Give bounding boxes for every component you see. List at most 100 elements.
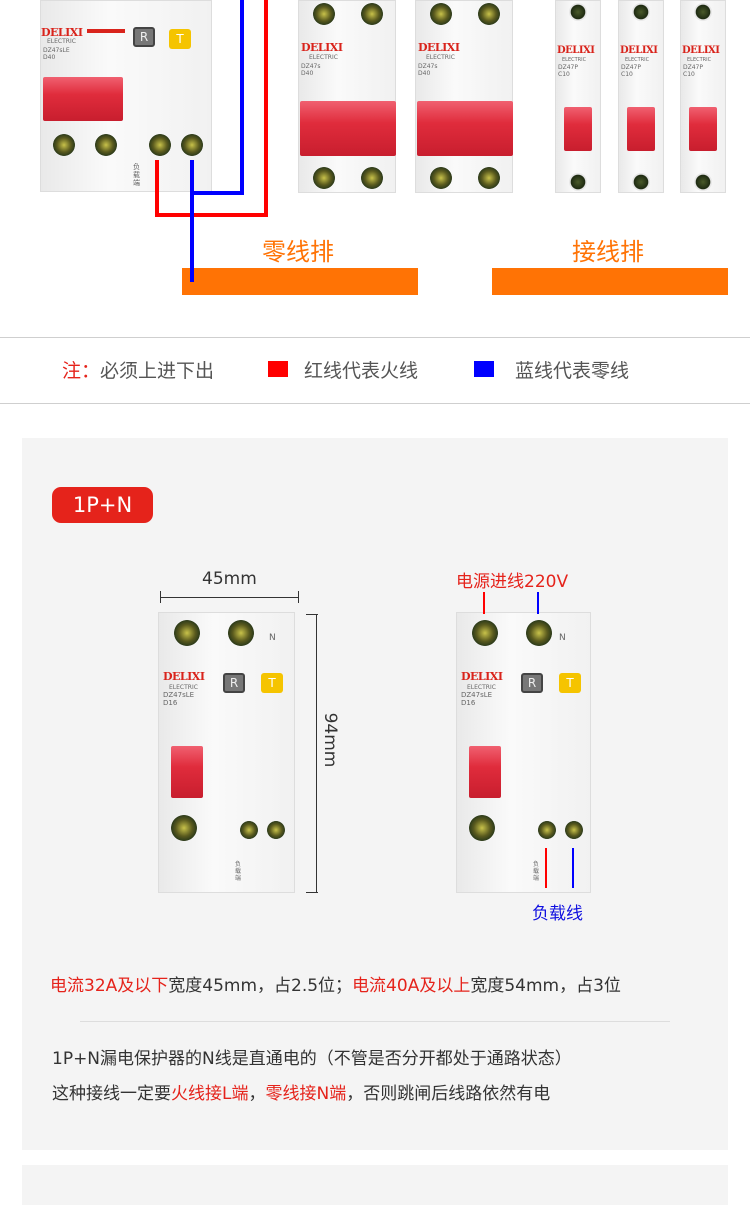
- blue-wire: [190, 260, 194, 282]
- divider: [0, 403, 750, 404]
- power-in-label: 电源进线220V: [456, 572, 569, 592]
- load-line-label: 负载线: [532, 904, 583, 924]
- red-wire: [264, 0, 268, 217]
- red-wire: [155, 213, 268, 217]
- screw-icon: [565, 821, 583, 839]
- para-line-2: 这种接线一定要火线接L端，零线接N端，否则跳闸后线路依然有电: [52, 1079, 550, 1104]
- reset-button: R: [133, 27, 155, 47]
- height-label: 94mm: [320, 712, 340, 768]
- model-label: DZ47P: [683, 64, 703, 71]
- toggle-handle: [43, 77, 123, 121]
- spec-line: 电流32A及以下宽度45mm，占2.5位；电流40A及以上宽度54mm，占3位: [50, 971, 621, 996]
- red-wire: [545, 848, 547, 888]
- toggle-handle: [469, 746, 501, 798]
- screw-icon: [174, 620, 200, 646]
- screw-icon: [171, 815, 197, 841]
- reset-button: R: [223, 673, 245, 693]
- height-dimension-line: [316, 614, 317, 892]
- rating-label: D40: [301, 70, 314, 77]
- spec-large-width: 宽度54mm，占3位: [470, 976, 621, 996]
- red-legend-text: 红线代表火线: [304, 360, 419, 382]
- breaker-2p: DELIXI ELECTRIC DZ47s D40: [298, 0, 396, 193]
- dim-tick: [306, 614, 318, 615]
- screw-icon: [469, 815, 495, 841]
- red-swatch: [268, 361, 288, 377]
- terminal-bar-label: 接线排: [572, 238, 644, 266]
- brand-logo: DELIXI: [682, 45, 720, 56]
- test-button: T: [169, 29, 191, 49]
- brand-logo: DELIXI: [620, 45, 658, 56]
- rating-label: D16: [461, 699, 476, 707]
- rating-label: C10: [558, 71, 570, 78]
- rating-label: C10: [621, 71, 633, 78]
- model-label: DZ47P: [621, 64, 641, 71]
- blue-wire: [240, 0, 244, 195]
- model-label: DZ47s: [418, 63, 438, 70]
- blue-swatch: [474, 361, 494, 377]
- rating-label: C10: [683, 71, 695, 78]
- screw-icon: [313, 167, 335, 189]
- screw-icon: [361, 3, 383, 25]
- rcbo-breaker-right: N DELIXI ELECTRIC DZ47sLE D16 R T 负载端: [456, 612, 591, 893]
- brand-logo: DELIXI: [418, 41, 460, 54]
- spec-small-current: 电流32A及以下: [50, 976, 169, 996]
- para-live-wire: 火线接L端: [171, 1084, 249, 1104]
- toggle-handle: [689, 107, 717, 151]
- neutral-bar-label: 零线排: [262, 238, 334, 266]
- screw-icon: [313, 3, 335, 25]
- breaker-1p: DELIXI ELECTRIC DZ47P C10: [680, 0, 726, 193]
- toggle-handle: [300, 101, 396, 156]
- red-wire: [155, 160, 159, 217]
- brand-sub: ELECTRIC: [426, 54, 455, 61]
- brand-logo: DELIXI: [163, 670, 205, 683]
- para-text: 这种接线一定要: [52, 1084, 171, 1104]
- screw-icon: [149, 134, 171, 156]
- brand-sub: ELECTRIC: [169, 684, 198, 691]
- brand-logo: DELIXI: [557, 45, 595, 56]
- dim-tick: [306, 892, 318, 893]
- blue-wire: [190, 191, 244, 195]
- model-label: DZ47P: [558, 64, 578, 71]
- brand-sub: ELECTRIC: [625, 57, 650, 63]
- model-label: DZ47sLE: [43, 47, 70, 54]
- load-side-label: 负载端: [533, 861, 540, 882]
- type-badge: 1P+N: [52, 487, 153, 523]
- rating-label: D40: [418, 70, 431, 77]
- screw-icon: [569, 173, 587, 191]
- width-dimension-line: [160, 597, 298, 598]
- next-panel: [22, 1165, 728, 1205]
- blue-legend-text: 蓝线代表零线: [515, 360, 630, 382]
- screw-icon: [632, 173, 650, 191]
- breaker-1p: DELIXI ELECTRIC DZ47P C10: [555, 0, 601, 193]
- screw-icon: [430, 3, 452, 25]
- screw-icon: [478, 167, 500, 189]
- brand-logo: DELIXI: [461, 670, 503, 683]
- toggle-handle: [564, 107, 592, 151]
- rcbo-breaker: DELIXI ELECTRIC DZ47sLE D40 R T 负载端: [40, 0, 212, 192]
- blue-wire: [572, 848, 574, 888]
- breaker-1p: DELIXI ELECTRIC DZ47P C10: [618, 0, 664, 193]
- dim-tick: [298, 591, 299, 603]
- divider: [80, 1021, 670, 1022]
- spec-large-current: 电流40A及以上: [352, 976, 471, 996]
- neutral-bar: [182, 268, 418, 295]
- test-button: T: [559, 673, 581, 693]
- red-wire: [483, 592, 485, 614]
- spec-small-width: 宽度45mm，占2.5位；: [168, 976, 353, 996]
- screw-icon: [181, 134, 203, 156]
- divider: [0, 337, 750, 338]
- load-side-label: 负载端: [235, 861, 242, 882]
- width-label: 45mm: [202, 569, 257, 589]
- screw-icon: [632, 3, 650, 21]
- brand-sub: ELECTRIC: [562, 57, 587, 63]
- note-prefix: 注：: [62, 360, 101, 382]
- screw-icon: [478, 3, 500, 25]
- screw-icon: [694, 173, 712, 191]
- model-label: DZ47s: [301, 63, 321, 70]
- model-label: DZ47sLE: [163, 691, 195, 699]
- terminal-bar: [492, 268, 728, 295]
- brand-logo: DELIXI: [301, 41, 343, 54]
- brand-sub: ELECTRIC: [47, 38, 76, 45]
- para-text: ，: [248, 1084, 266, 1104]
- load-side-label: 负载端: [133, 163, 140, 187]
